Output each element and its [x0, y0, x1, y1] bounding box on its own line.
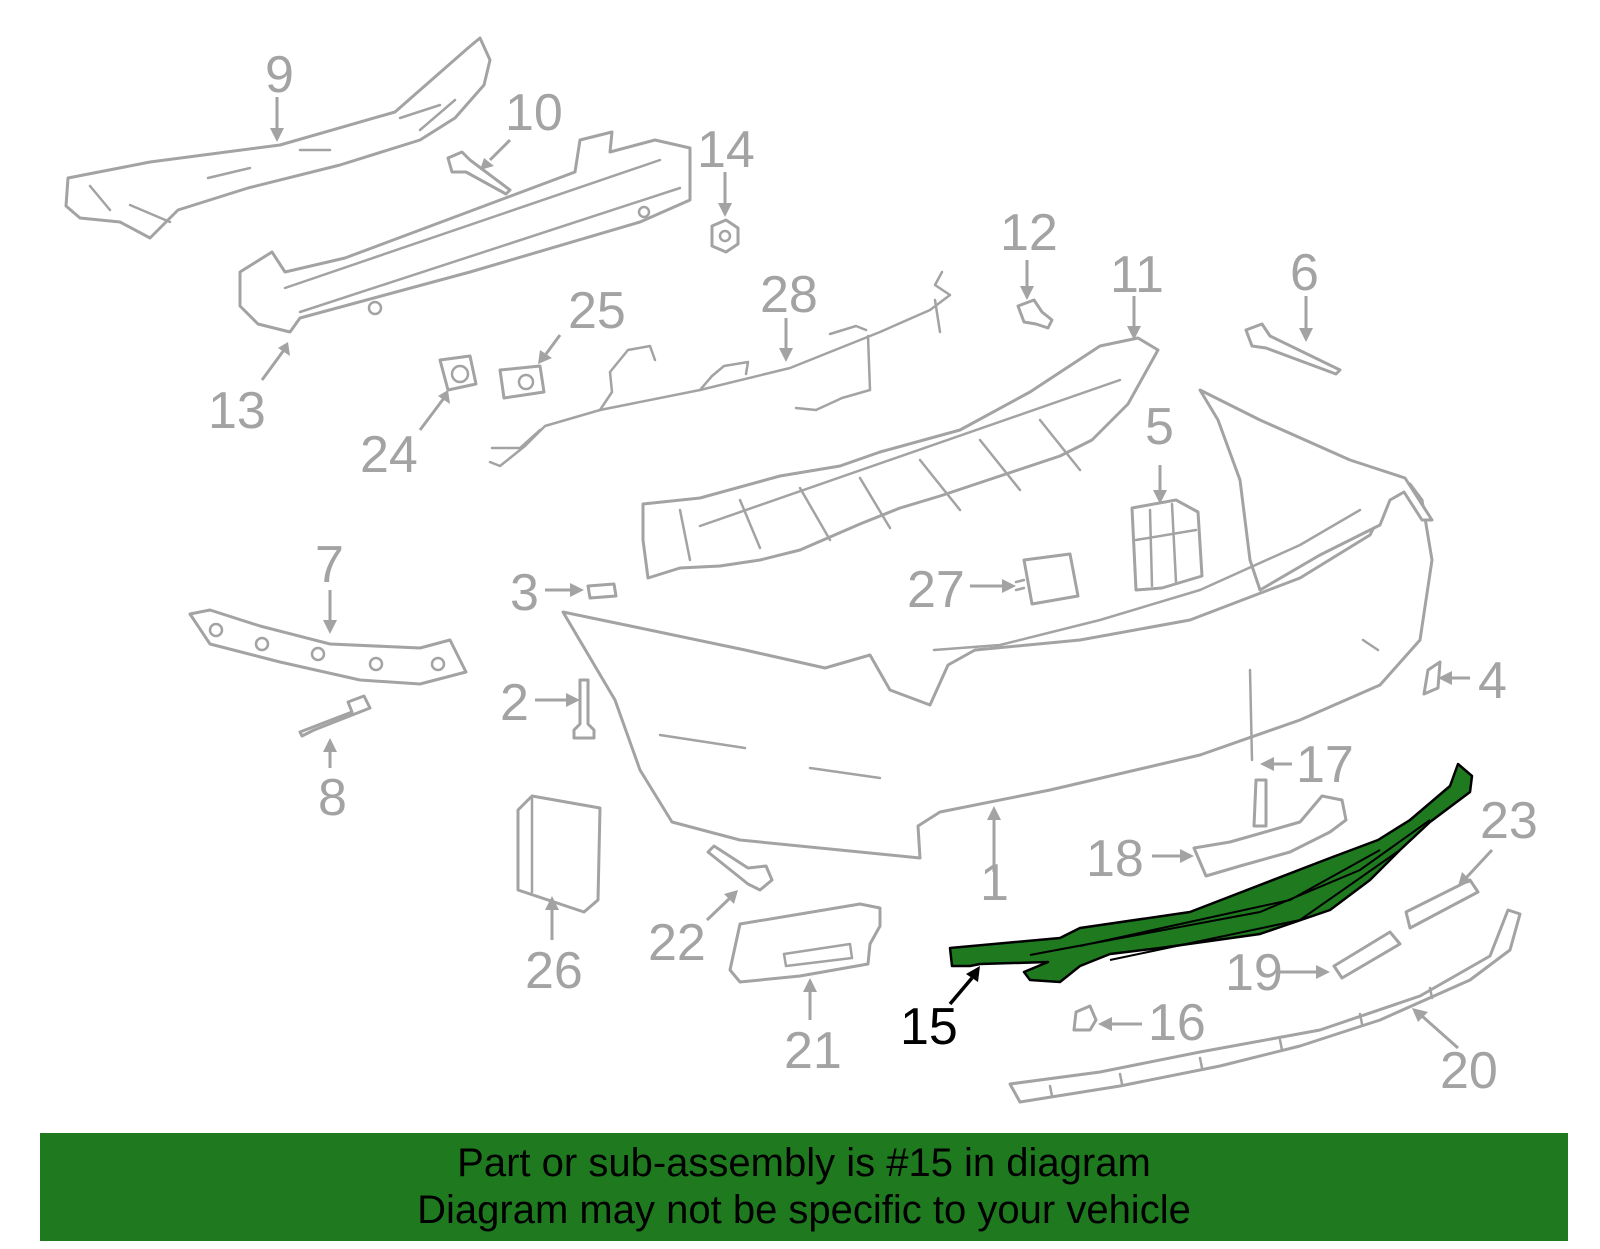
callout-5: 5 [1145, 398, 1174, 456]
part-25-bracket[interactable] [498, 364, 546, 400]
callout-numbers: 9 10 14 12 11 6 28 25 13 24 5 27 3 7 4 2… [208, 46, 1538, 1100]
callout-4: 4 [1478, 652, 1507, 710]
callout-1: 1 [980, 854, 1009, 912]
part-24-sensor-retainer[interactable] [438, 354, 478, 392]
part-27-module[interactable] [1014, 552, 1080, 606]
callout-21: 21 [784, 1022, 842, 1080]
callout-15: 15 [900, 998, 958, 1056]
part-5-bracket[interactable] [1130, 498, 1204, 592]
callout-10: 10 [505, 84, 563, 142]
part-12-screw[interactable] [1016, 298, 1054, 330]
part-8-push-pin[interactable] [298, 694, 372, 738]
part-2-bolt[interactable] [572, 678, 596, 740]
part-18-bracket[interactable] [1192, 794, 1348, 878]
callout-22: 22 [648, 914, 706, 972]
part-9-energy-absorber[interactable] [64, 36, 492, 240]
callout-20: 20 [1440, 1042, 1498, 1100]
callout-28: 28 [760, 266, 818, 324]
part-6-push-pin[interactable] [1244, 322, 1342, 376]
part-7-reinforcement-strip[interactable] [188, 608, 468, 686]
callout-18: 18 [1086, 830, 1144, 888]
callout-26: 26 [525, 942, 583, 1000]
callout-16: 16 [1148, 994, 1206, 1052]
callout-19: 19 [1225, 944, 1283, 1002]
callout-12: 12 [1000, 204, 1058, 262]
callout-13: 13 [208, 382, 266, 440]
part-14-nut[interactable] [710, 218, 740, 254]
info-banner: Part or sub-assembly is #15 in diagram D… [40, 1133, 1568, 1241]
part-11-upper-support[interactable] [641, 336, 1160, 580]
callout-24: 24 [360, 426, 418, 484]
callout-6: 6 [1290, 244, 1319, 302]
part-1-bumper-fascia[interactable] [561, 388, 1434, 860]
callout-2: 2 [500, 674, 529, 732]
part-15-lower-absorber[interactable] [948, 762, 1474, 984]
callout-17: 17 [1296, 736, 1354, 794]
callout-11: 11 [1110, 246, 1164, 304]
callout-14: 14 [697, 121, 755, 179]
callout-27: 27 [907, 561, 965, 619]
part-20-lower-molding[interactable] [1008, 908, 1522, 1104]
part-17-pin[interactable] [1252, 778, 1268, 828]
part-3-clip[interactable] [586, 582, 618, 600]
banner-line-part: Part or sub-assembly is #15 in diagram [457, 1141, 1151, 1185]
part-21-bracket[interactable] [728, 902, 882, 984]
part-22-pin[interactable] [706, 844, 774, 892]
part-13-reinforcement-bar[interactable] [238, 130, 692, 334]
part-19-trim[interactable] [1332, 930, 1402, 980]
part-28-wiring-harness[interactable] [488, 270, 952, 468]
part-26-module[interactable] [516, 794, 602, 914]
part-4-reflector[interactable] [1422, 660, 1442, 696]
callout-23: 23 [1480, 792, 1538, 850]
part-10-bolt[interactable] [446, 150, 512, 196]
leader-lines [260, 97, 1494, 1050]
callout-8: 8 [318, 769, 347, 827]
callout-9: 9 [265, 46, 294, 104]
part-23-trim[interactable] [1404, 878, 1480, 930]
banner-line-disclaimer: Diagram may not be specific to your vehi… [417, 1188, 1191, 1232]
part-16-clip[interactable] [1072, 1004, 1098, 1032]
callout-25: 25 [568, 282, 626, 340]
callout-7: 7 [315, 536, 344, 594]
callout-3: 3 [510, 564, 539, 622]
